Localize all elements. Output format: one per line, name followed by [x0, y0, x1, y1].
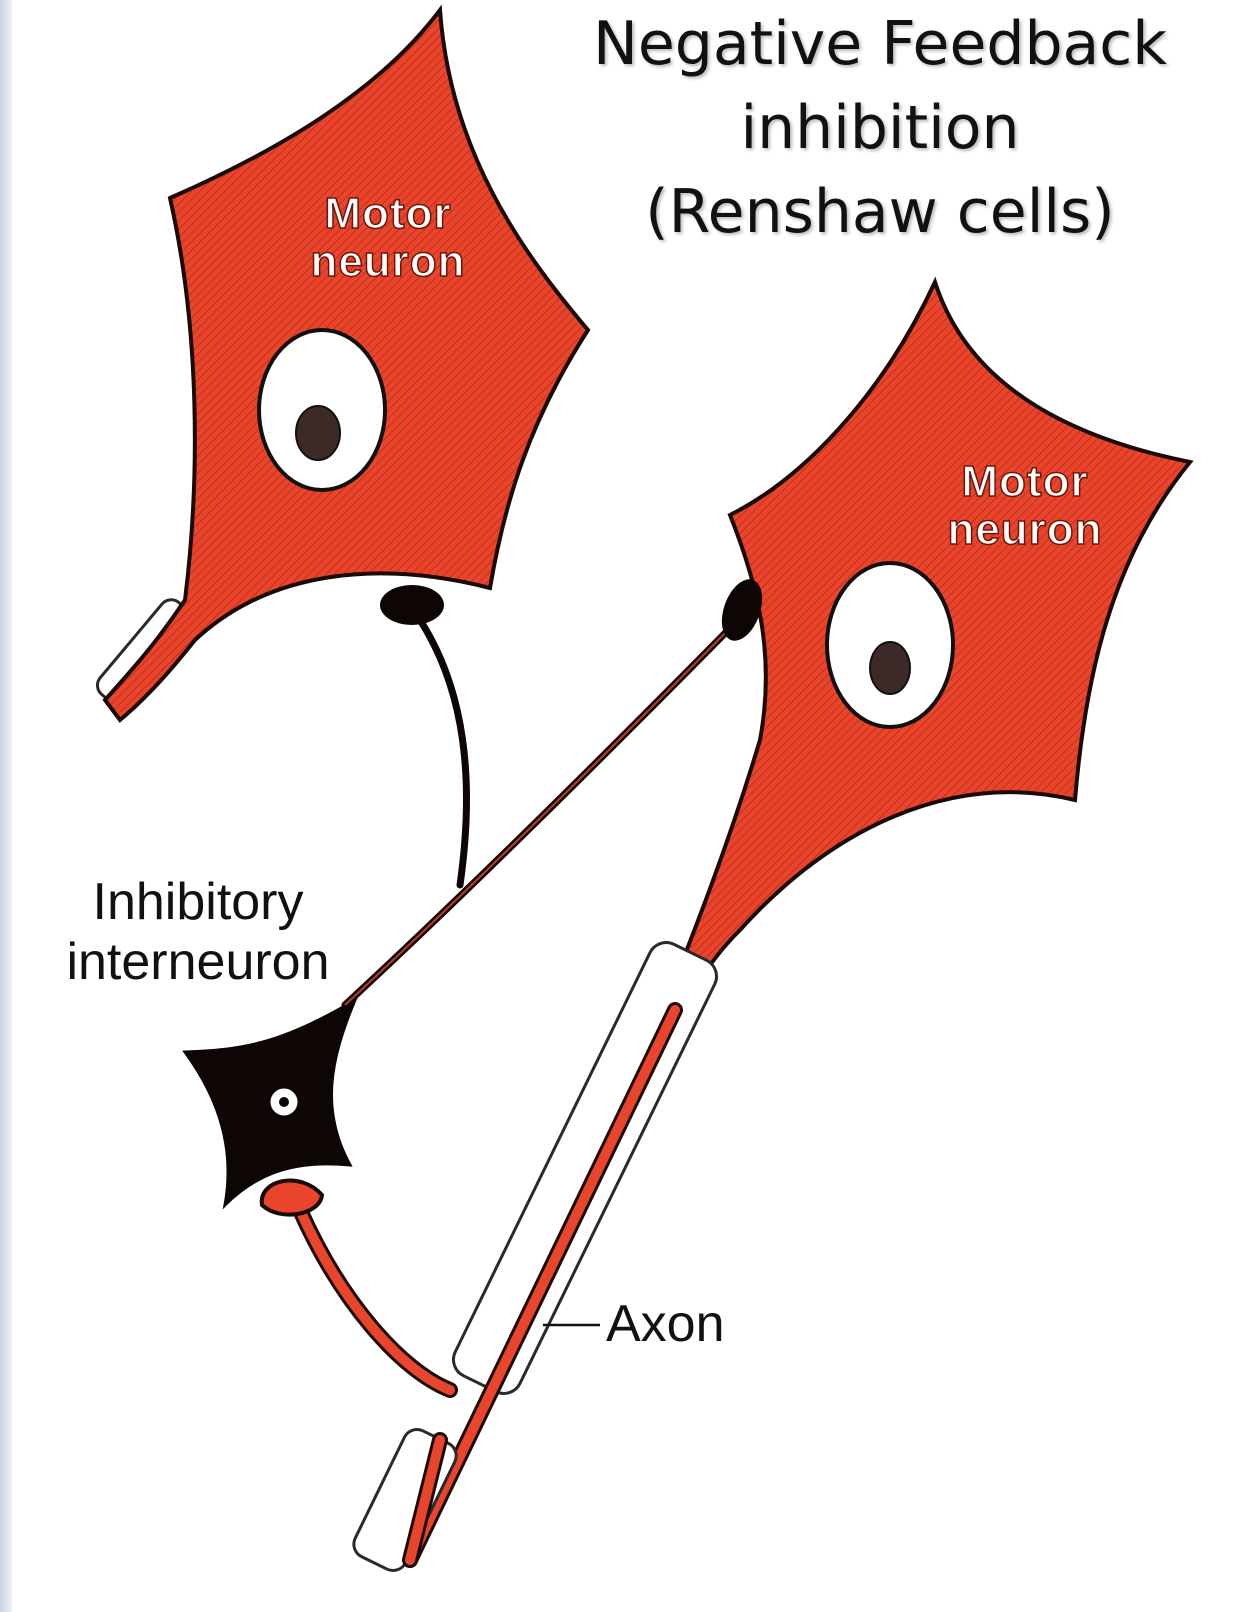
title-line-1: Negative Feedback: [560, 2, 1200, 86]
motor-neuron-right-label: Motor neuron: [920, 458, 1130, 554]
title-line-2: inhibition: [560, 86, 1200, 170]
axon-label: Axon: [606, 1294, 725, 1354]
motor-neuron-left-nucleolus: [296, 406, 340, 460]
axon-collateral: [262, 1181, 450, 1390]
motor-neuron-left-label: Motor neuron: [288, 190, 488, 286]
title-line-3: (Renshaw cells): [560, 170, 1200, 254]
collateral-terminal: [262, 1181, 322, 1215]
motor-neuron-right-nucleolus: [870, 642, 910, 694]
synaptic-terminal-left: [380, 585, 444, 625]
diagram-title: Negative Feedback inhibition (Renshaw ce…: [560, 2, 1200, 254]
motor-neuron-right: [665, 282, 1190, 1020]
motor-neuron-left: [93, 10, 588, 720]
inhibitory-interneuron-label: Inhibitory interneuron: [48, 872, 348, 992]
interneuron-axon-left: [420, 620, 467, 885]
